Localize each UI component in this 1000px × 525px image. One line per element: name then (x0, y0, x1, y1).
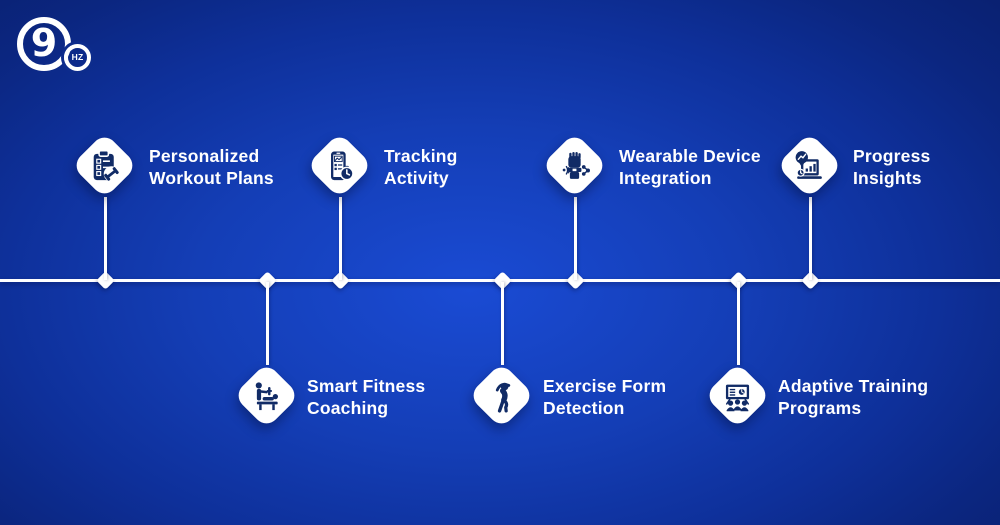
label-line-1: Adaptive Training (778, 376, 929, 396)
feature-label-wearable-device-integration: Wearable Device Integration (619, 146, 761, 189)
logo-hz-badge: HZ (64, 44, 91, 71)
laptop-analytics-icon (795, 150, 822, 179)
timeline-node-adaptive-training-programs (704, 362, 771, 429)
feature-label-exercise-form-detection: Exercise Form Detection (543, 376, 666, 419)
smartwatch-hand-icon (562, 151, 590, 179)
label-line-2: Programs (778, 397, 862, 418)
timeline-node-tracking-activity (306, 132, 373, 199)
timeline-node-personalized-workout-plans (71, 132, 138, 199)
label-line-1: Progress (853, 146, 931, 166)
logo-hz-text: HZ (71, 52, 84, 63)
connector-line (265, 282, 269, 365)
feature-label-tracking-activity: Tracking Activity (384, 146, 458, 189)
clipboard-checklist-dumbbell-icon (93, 149, 120, 181)
timeline-node-wearable-device-integration (541, 132, 608, 199)
label-line-2: Activity (384, 167, 449, 188)
stretching-person-icon (495, 382, 511, 412)
connector-line (736, 282, 740, 365)
feature-label-adaptive-training-programs: Adaptive Training Programs (778, 376, 928, 419)
connector-line (500, 282, 504, 365)
activity-tracker-phone-icon (331, 150, 354, 180)
ninehertz-logo: 9 HZ (0, 0, 110, 90)
timeline-node-exercise-form-detection (468, 362, 535, 429)
label-line-1: Personalized (149, 146, 260, 166)
logo-number: 9 (30, 20, 58, 65)
feature-label-smart-fitness-coaching: Smart Fitness Coaching (307, 376, 425, 419)
connector-line (808, 197, 812, 280)
logo-circle: 9 (17, 17, 71, 71)
bench-press-coach-icon (255, 381, 278, 410)
label-line-2: Coaching (307, 397, 389, 418)
label-line-2: Workout Plans (149, 167, 274, 188)
connector-line (573, 197, 577, 280)
label-line-1: Tracking (384, 146, 458, 166)
label-line-1: Wearable Device (619, 146, 761, 166)
feature-label-progress-insights: Progress Insights (853, 146, 930, 189)
label-line-2: Detection (543, 397, 625, 418)
label-line-1: Smart Fitness (307, 376, 426, 396)
group-training-presentation-icon (725, 383, 750, 411)
label-line-2: Integration (619, 167, 712, 188)
feature-label-personalized-workout-plans: Personalized Workout Plans (149, 146, 274, 189)
label-line-1: Exercise Form (543, 376, 667, 396)
connector-line (103, 197, 107, 280)
timeline-node-smart-fitness-coaching (233, 362, 300, 429)
connector-line (338, 197, 342, 280)
timeline-node-progress-insights (776, 132, 843, 199)
label-line-2: Insights (853, 167, 922, 188)
